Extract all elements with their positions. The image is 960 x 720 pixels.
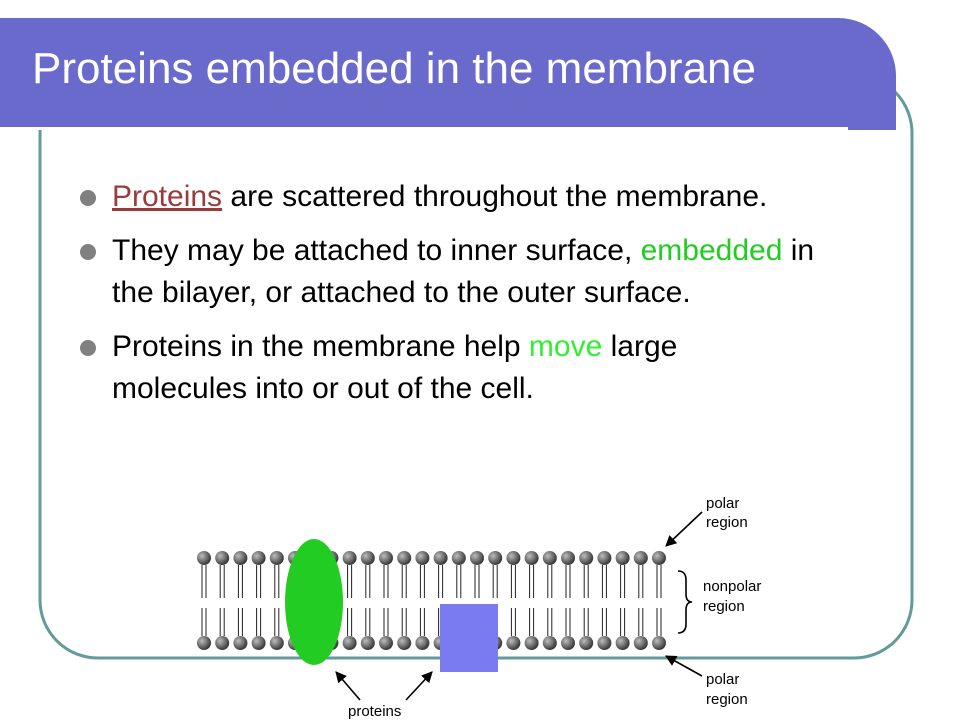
proteins-arrow-right-icon <box>405 671 433 701</box>
lipid-head <box>652 636 666 650</box>
bullet-text-after: large molecules into or out of the cell. <box>112 330 678 405</box>
embedded-protein-ellipse <box>285 539 343 665</box>
bullet-item-2: They may be attached to inner surface, e… <box>80 230 820 314</box>
lipid-head <box>197 636 211 650</box>
lipid-head <box>251 636 266 650</box>
bullet-dot-icon <box>80 190 96 206</box>
lipid-head <box>633 551 648 565</box>
polar-bottom-arrow-icon <box>665 655 703 677</box>
lipid-head <box>342 551 357 565</box>
lipid-head <box>433 551 448 565</box>
lipid-head <box>542 636 557 650</box>
label-nonpolar-1: nonpolar <box>703 578 761 595</box>
label-polar-top-2: region <box>706 514 748 531</box>
label-polar-top-1: polar <box>706 495 739 512</box>
lipid-head <box>579 551 594 565</box>
lipid-head <box>597 636 612 650</box>
lipid-head <box>506 551 521 565</box>
label-nonpolar-2: region <box>703 598 745 615</box>
lipid-head <box>360 551 375 565</box>
lipid-head <box>379 551 393 565</box>
lipid-bilayer <box>197 551 666 650</box>
title-underline <box>0 127 848 130</box>
lipid-head <box>215 551 230 565</box>
lipid-head <box>597 551 612 565</box>
lipid-head <box>360 636 375 650</box>
lipid-head <box>342 636 357 650</box>
lipid-head <box>415 551 430 565</box>
lipid-head <box>197 551 211 565</box>
label-proteins: proteins <box>348 703 401 720</box>
lipid-head <box>233 551 248 565</box>
lipid-head <box>561 551 575 565</box>
lipid-head <box>652 551 666 565</box>
polar-top-arrow-icon <box>665 511 703 547</box>
lipid-head <box>615 636 630 650</box>
lipid-head <box>451 551 466 565</box>
lipid-head <box>579 636 594 650</box>
bullet-dot-icon <box>80 244 96 260</box>
nonpolar-brace-icon <box>677 570 693 634</box>
lipid-head <box>542 551 557 565</box>
lipid-head <box>524 551 539 565</box>
lipid-head <box>415 636 430 650</box>
bullet-item-1: Proteins are scattered throughout the me… <box>80 176 820 218</box>
lipid-head <box>470 551 484 565</box>
lipid-head <box>561 636 575 650</box>
embedded-protein-square <box>440 604 498 672</box>
label-polar-bottom-2: region <box>706 691 748 708</box>
lipid-head <box>397 551 412 565</box>
lipid-head <box>269 551 284 565</box>
lipid-head <box>215 636 230 650</box>
title-bar <box>0 18 896 130</box>
lipid-head <box>615 551 630 565</box>
bullet-text-after: in the bilayer, or attached to the outer… <box>112 234 815 309</box>
bullet-dot-icon <box>80 340 96 356</box>
lipid-head <box>379 636 393 650</box>
lipid-head <box>233 636 248 650</box>
lipid-head <box>397 636 412 650</box>
lipid-head <box>251 551 266 565</box>
bullet-text: are scattered throughout the membrane. <box>222 180 768 213</box>
bullet-text-before: Proteins in the membrane help <box>112 330 529 363</box>
lipid-head <box>488 551 503 565</box>
lipid-head <box>506 636 521 650</box>
bullet-list: Proteins are scattered throughout the me… <box>80 176 820 422</box>
label-polar-bottom-1: polar <box>706 671 739 688</box>
bullet-item-3: Proteins in the membrane help move large… <box>80 326 820 410</box>
bullet-text-before: They may be attached to inner surface, <box>112 234 641 267</box>
lipid-head <box>269 636 284 650</box>
highlight-move: move <box>528 330 603 363</box>
highlight-embedded: embedded <box>640 234 783 267</box>
proteins-link[interactable]: Proteins <box>112 180 223 213</box>
proteins-arrow-left-icon <box>335 671 361 701</box>
slide-title: Proteins embedded in the membrane <box>32 44 756 93</box>
lipid-head <box>633 636 648 650</box>
membrane-diagram: polar region nonpolar region polar regio… <box>197 495 761 720</box>
lipid-head <box>524 636 539 650</box>
